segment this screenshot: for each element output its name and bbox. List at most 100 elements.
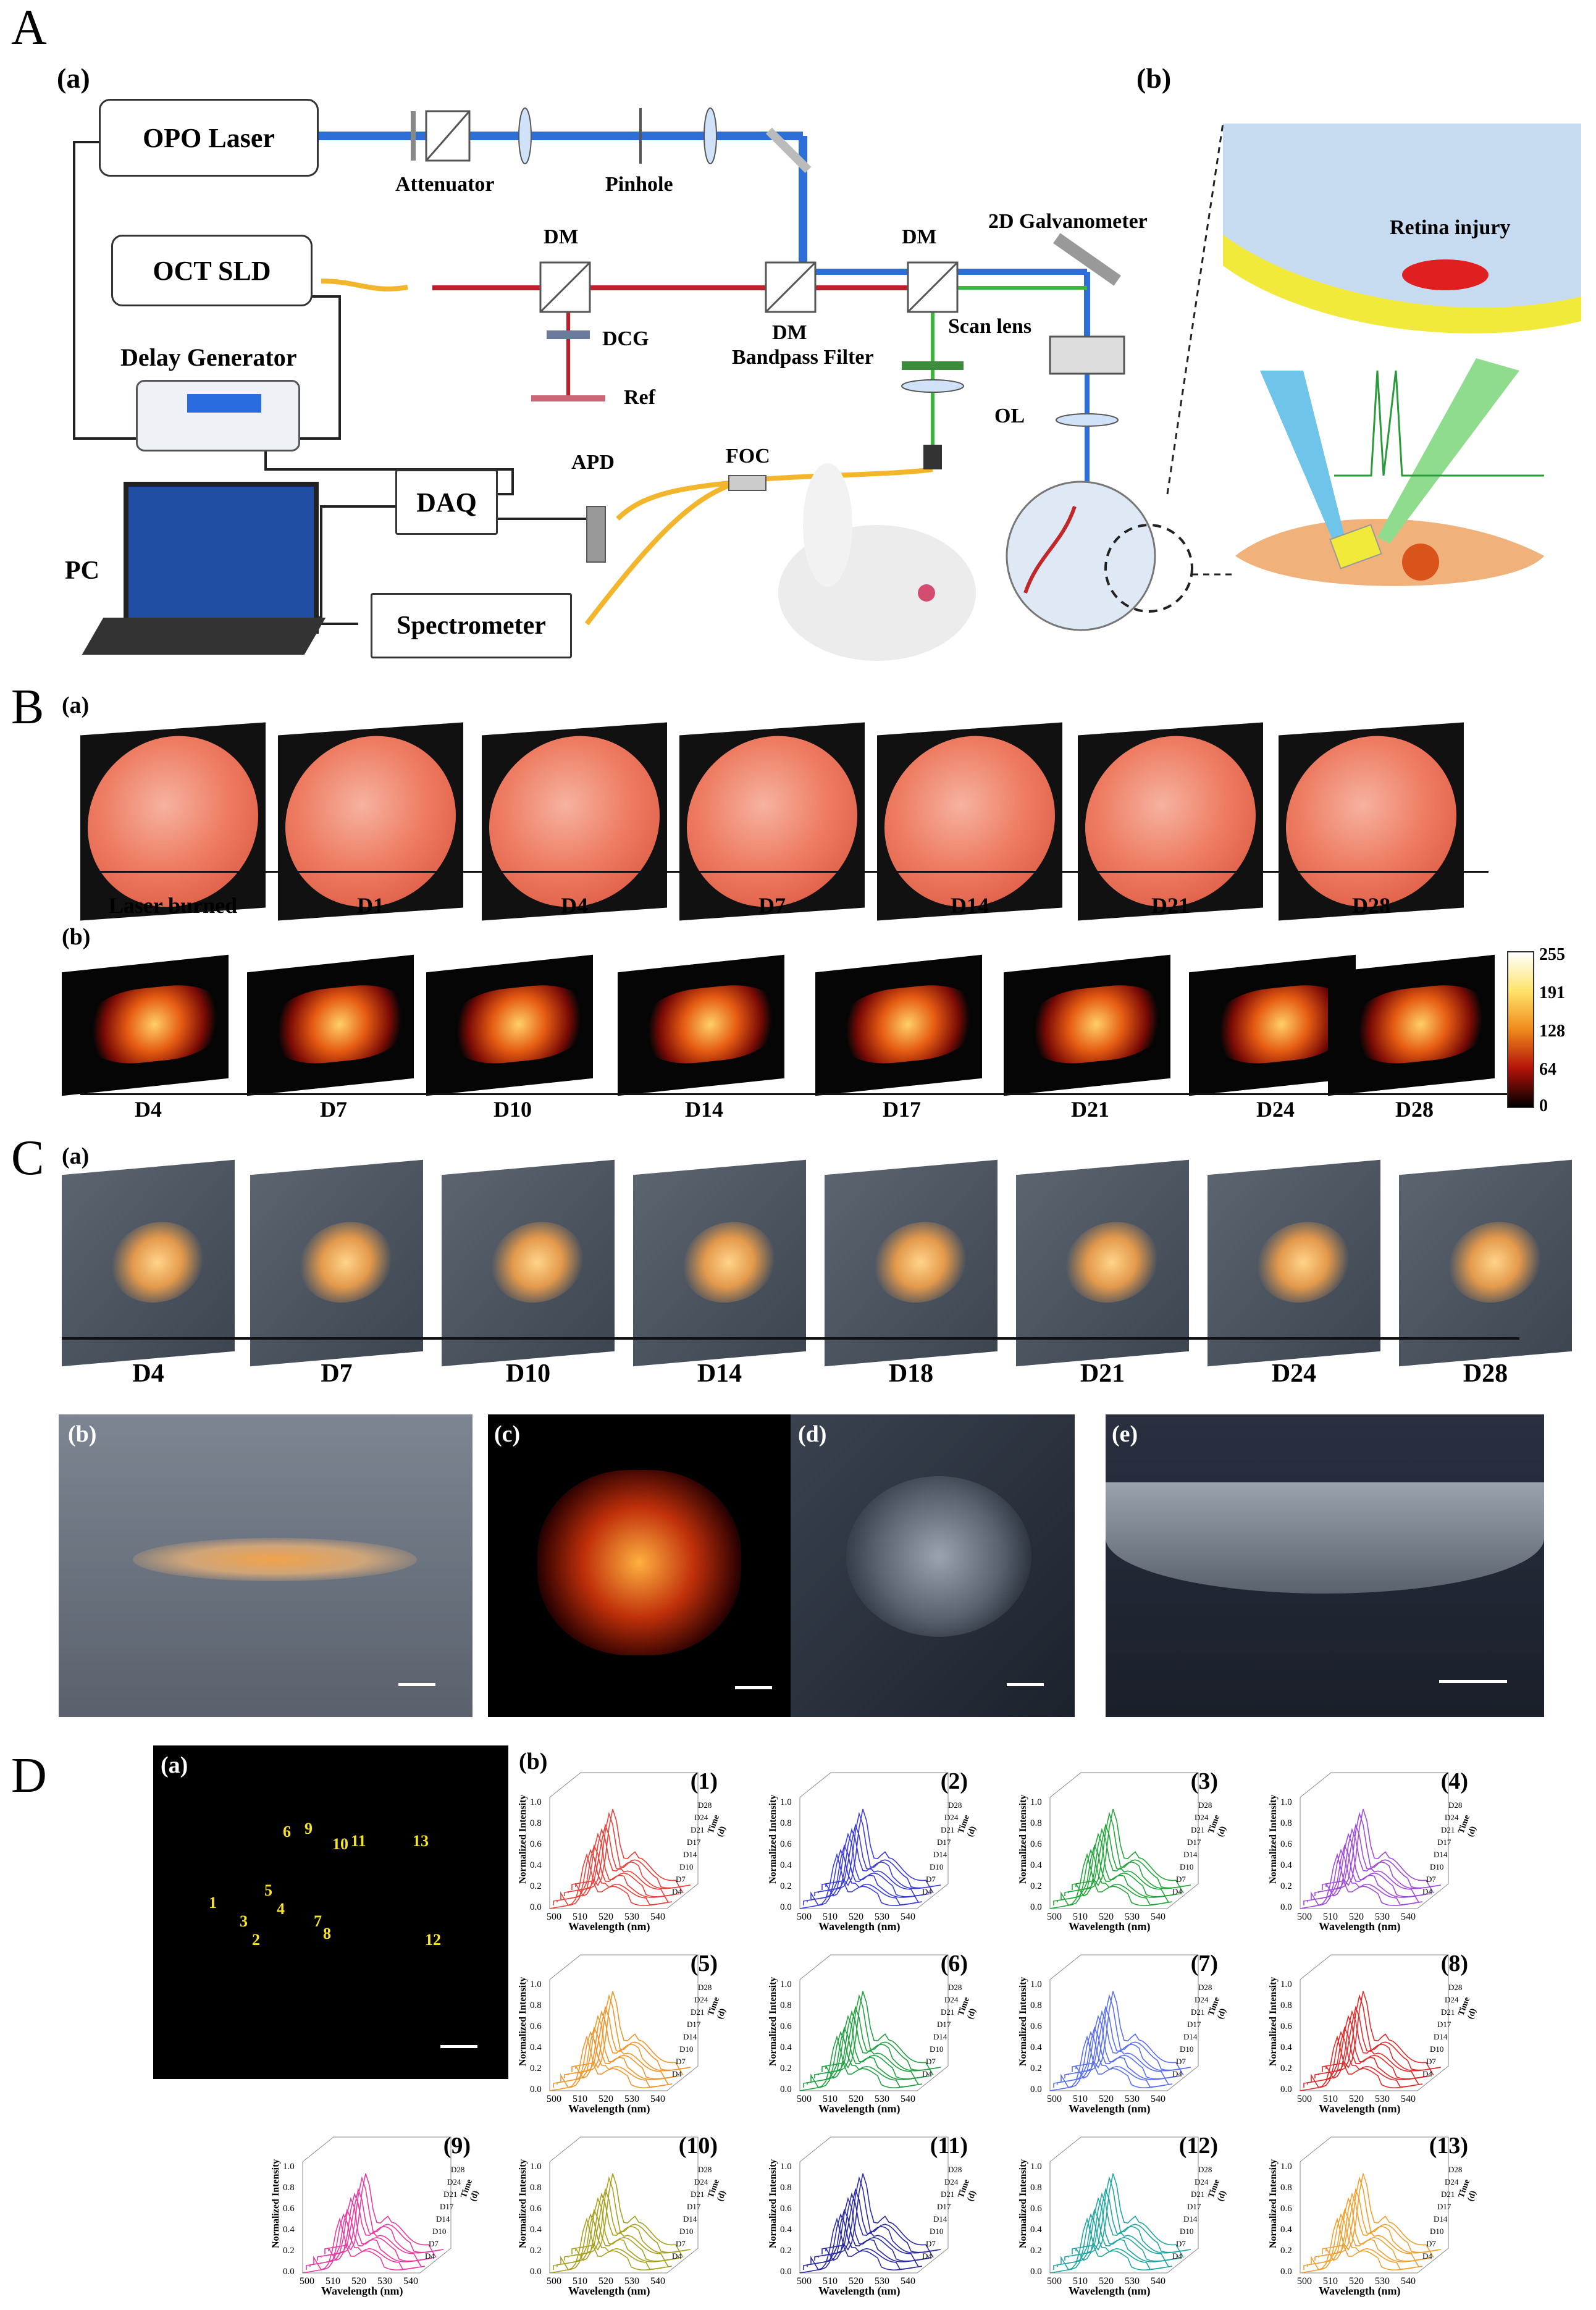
day-tick-label: D28 — [1198, 1800, 1212, 1810]
spectrum-trace — [1053, 2213, 1169, 2270]
x-tick-label: 510 — [1323, 2276, 1338, 2287]
fundus-caption: D4 — [561, 893, 588, 918]
spectrum-traces — [1049, 1954, 1199, 2091]
fundus-caption: D1 — [357, 893, 384, 918]
x-tick-label: 530 — [377, 2276, 392, 2287]
spectrum-trace — [309, 2208, 426, 2267]
x-axis-label: Wavelength (nm) — [818, 2102, 901, 2115]
apd-label: APD — [571, 451, 615, 474]
spectrum-title: (8) — [1440, 1951, 1468, 1976]
spectrum-trace — [575, 2173, 691, 2252]
y-tick-label: 1.0 — [530, 1797, 542, 1807]
day-tick-label: D10 — [679, 2044, 694, 2054]
x-axis-label: Wavelength (nm) — [1069, 2285, 1151, 2297]
day-tick-label: D17 — [1437, 2020, 1451, 2029]
day-tick-label: D21 — [1441, 2190, 1455, 2199]
day-tick-label: D17 — [687, 1838, 701, 1847]
spectrum-trace — [1322, 2176, 1438, 2255]
fluorescence-overlay — [300, 1218, 392, 1307]
x-axis-label: Wavelength (nm) — [1319, 2285, 1401, 2297]
day-tick-label: D17 — [937, 1838, 951, 1847]
x-tick-label: 520 — [598, 2276, 613, 2287]
day-tick-label: D17 — [687, 2020, 701, 2029]
y-tick-label: 0.2 — [1280, 2246, 1292, 2256]
day-tick-label: D4 — [1172, 2251, 1182, 2261]
x-tick-label: 510 — [1073, 2276, 1088, 2287]
spectrum-title: (11) — [930, 2133, 968, 2159]
oct-sld-box: OCT SLD — [111, 235, 313, 306]
day-tick-label: D4 — [1422, 2069, 1432, 2078]
panel-Cc-image — [488, 1414, 797, 1717]
colorbar-tick: 128 — [1539, 1022, 1565, 1041]
y-tick-label: 0.0 — [780, 1902, 792, 1912]
spectrum-trace — [556, 2208, 673, 2267]
setup-beam-paths — [73, 107, 1581, 661]
spectrum-trace — [1311, 2197, 1427, 2264]
y-axis-label: Normalized Intensity — [768, 2159, 778, 2248]
spectrum-trace — [1057, 2208, 1173, 2267]
day-tick-label: D24 — [1195, 1813, 1209, 1822]
day-tick-label: D21 — [691, 2190, 705, 2199]
ref-label: Ref — [624, 386, 655, 409]
y-axis-label: Normalized Intensity — [1268, 2159, 1279, 2248]
fluorescence-overlay — [1257, 1218, 1350, 1307]
y-tick-label: 0.6 — [1280, 2204, 1292, 2214]
panel-Da-label: (a) — [161, 1752, 188, 1778]
panel-Cd-label: (d) — [798, 1421, 827, 1447]
y-axis-label: Normalized Intensity — [1018, 2159, 1028, 2248]
day-tick-label: D28 — [698, 2165, 712, 2174]
spectrum-trace — [317, 2192, 433, 2261]
x-tick-label: 500 — [797, 2276, 812, 2287]
y-tick-label: 0.2 — [1030, 1881, 1042, 1891]
spectrum-trace — [1072, 2176, 1188, 2255]
timeline-arrow-Ca — [62, 1337, 1519, 1340]
photoacoustic-image — [426, 954, 593, 1096]
spectrum-trace — [814, 2010, 930, 2079]
oct-fusion-caption: D7 — [321, 1359, 353, 1388]
panel-Cd-image — [791, 1414, 1075, 1717]
x-tick-label: 540 — [1151, 2276, 1166, 2287]
pc-label: PC — [65, 556, 99, 585]
day-tick-label: D17 — [1187, 2020, 1201, 2029]
x-axis-label: Wavelength (nm) — [1319, 1920, 1401, 1933]
day-tick-label: D21 — [691, 1825, 705, 1834]
y-tick-label: 0.4 — [1280, 1860, 1292, 1870]
spot-number: 7 — [314, 1912, 322, 1930]
y-tick-label: 1.0 — [530, 2162, 542, 2172]
spectrum-trace — [1057, 1844, 1173, 1903]
day-tick-label: D24 — [1195, 1995, 1209, 2004]
fluorescence-overlay — [1065, 1218, 1158, 1307]
y-tick-label: 0.6 — [1280, 2022, 1292, 2031]
colorbar — [1507, 951, 1534, 1108]
spectrum-trace — [1075, 1808, 1191, 1888]
day-tick-label: D17 — [1437, 2202, 1451, 2211]
y-axis-label: Normalized Intensity — [1268, 1976, 1279, 2066]
spectrum-trace — [803, 1849, 919, 1906]
spectrum-trace — [1060, 1833, 1177, 1900]
panel-Db-label: (b) — [519, 1749, 548, 1774]
spot-number: 12 — [425, 1931, 441, 1949]
spectrum-trace — [571, 1812, 687, 1891]
timeline-arrow-Ba — [80, 871, 1489, 873]
y-tick-label: 0.8 — [1280, 2001, 1292, 2010]
y-tick-label: 0.2 — [1030, 2246, 1042, 2256]
x-tick-label: 530 — [1375, 2094, 1390, 2104]
timeline-arrow-Bb — [80, 1093, 1513, 1095]
spectrum-trace — [1314, 2192, 1430, 2261]
x-tick-label: 520 — [351, 2276, 366, 2287]
spectrum-trace — [1311, 1833, 1427, 1900]
y-tick-label: 0.0 — [283, 2267, 295, 2277]
x-tick-label: 500 — [300, 2276, 314, 2287]
oct-fusion-image — [442, 1159, 615, 1367]
x-tick-label: 520 — [1349, 2094, 1364, 2104]
x-tick-label: 500 — [797, 1912, 812, 1922]
x-tick-label: 500 — [1047, 1912, 1062, 1922]
day-tick-label: D21 — [443, 2190, 458, 2199]
y-tick-label: 0.0 — [530, 2267, 542, 2277]
spectrum-trace — [564, 1828, 680, 1897]
fluorescence-overlay — [111, 1218, 204, 1307]
spectrum-trace — [1322, 1812, 1438, 1891]
